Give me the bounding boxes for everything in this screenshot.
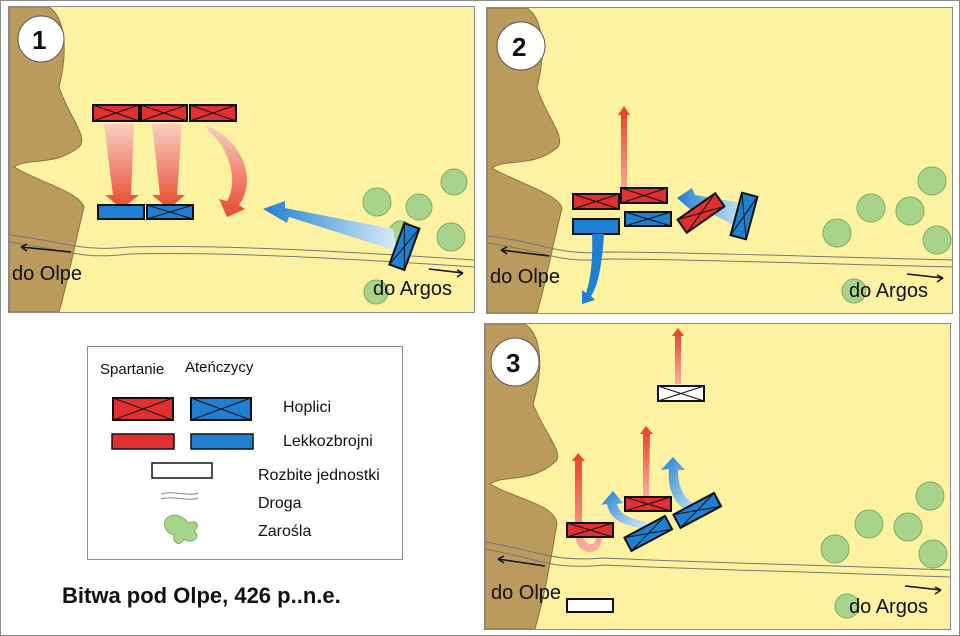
panel-1-map: 1 do Olpe do Argos xyxy=(9,7,474,312)
figure-title: Bitwa pod Olpe, 426 p..n.e. xyxy=(62,583,341,608)
legend-bush-label: Zarośla xyxy=(258,523,312,540)
panel-number: 2 xyxy=(512,32,526,62)
panel-number: 1 xyxy=(32,25,46,55)
legend-routed-label: Rozbite jednostki xyxy=(258,467,380,484)
flank-arrow xyxy=(205,125,247,217)
hill xyxy=(9,7,85,312)
spartan-hoplites xyxy=(566,496,672,538)
advance-arrow xyxy=(152,124,185,209)
road xyxy=(485,548,950,578)
retreat-arrow xyxy=(675,334,681,384)
hill xyxy=(487,8,563,313)
athenian-advance-arrow xyxy=(601,491,647,529)
bushes xyxy=(822,166,952,304)
athenian-units xyxy=(97,204,194,220)
spartan-unit-flanked xyxy=(676,191,726,235)
retreat-arrow xyxy=(643,432,650,499)
legend-spartans-label: Spartanie xyxy=(100,361,165,378)
arrow-west-icon xyxy=(20,243,72,253)
retreat-arrow xyxy=(621,113,627,196)
spartan-hoplites xyxy=(572,187,668,210)
arrow-east-icon xyxy=(428,268,464,278)
routed-unit xyxy=(657,385,705,402)
road xyxy=(487,235,952,261)
arrow-west-icon xyxy=(500,246,550,257)
ambush-arrow xyxy=(263,201,397,251)
legend-light-infantry-label: Lekkozbrojni xyxy=(283,433,373,450)
panel-2-map: 2 do Olpe do Argos xyxy=(487,8,952,313)
panel-2: 2 do Olpe do Argos xyxy=(486,7,953,314)
arrow-east-icon xyxy=(906,273,944,283)
legend-hoplite-icon xyxy=(112,397,252,421)
legend: Spartanie Ateńczycy Hoplici Lekkozbrojni… xyxy=(87,346,403,560)
panel-number-badge xyxy=(490,337,540,387)
legend-routed-icon xyxy=(151,462,213,479)
athenian-units xyxy=(572,211,672,235)
legend-bush-icon xyxy=(163,514,198,544)
arrow-west-icon xyxy=(497,555,546,567)
legend-hoplites-label: Hoplici xyxy=(283,399,332,416)
athenian-hoplite-unit xyxy=(623,514,674,553)
panel-3-map: 3 do Olpe do Argos xyxy=(485,324,950,629)
legend-road-label: Droga xyxy=(258,495,302,512)
road xyxy=(487,242,952,268)
label-east: do Argos xyxy=(849,596,928,618)
label-west: do Olpe xyxy=(12,263,82,285)
legend-athenians-label: Ateńczycy xyxy=(185,359,254,376)
panel-3: 3 do Olpe do Argos xyxy=(484,323,951,630)
panel-1: 1 do Olpe do Argos xyxy=(8,6,475,313)
legend-light-infantry-icon xyxy=(111,433,254,450)
legend-road-icon xyxy=(160,492,199,500)
advance-arrow xyxy=(104,124,139,209)
athenian-hoplite-unit xyxy=(672,491,723,530)
athenian-advance-arrow xyxy=(661,457,701,514)
routed-unit xyxy=(566,598,614,613)
athenian-flank-unit xyxy=(729,191,759,241)
panel-number-badge xyxy=(496,21,546,71)
road xyxy=(9,234,474,261)
arrow-east-icon xyxy=(904,585,942,595)
label-east: do Argos xyxy=(849,280,928,302)
legend-symbols xyxy=(111,397,254,544)
bushes xyxy=(820,481,948,619)
label-east: do Argos xyxy=(373,278,452,300)
retreat-arrow xyxy=(575,459,602,553)
panel-number-badge xyxy=(17,15,65,63)
label-west: do Olpe xyxy=(491,582,561,604)
athenian-ambush-unit xyxy=(388,221,421,272)
road xyxy=(485,541,950,571)
panel-number: 3 xyxy=(506,348,520,378)
label-west: do Olpe xyxy=(490,266,560,288)
pursuit-arrow xyxy=(582,234,604,304)
spartan-hoplites xyxy=(92,104,237,122)
